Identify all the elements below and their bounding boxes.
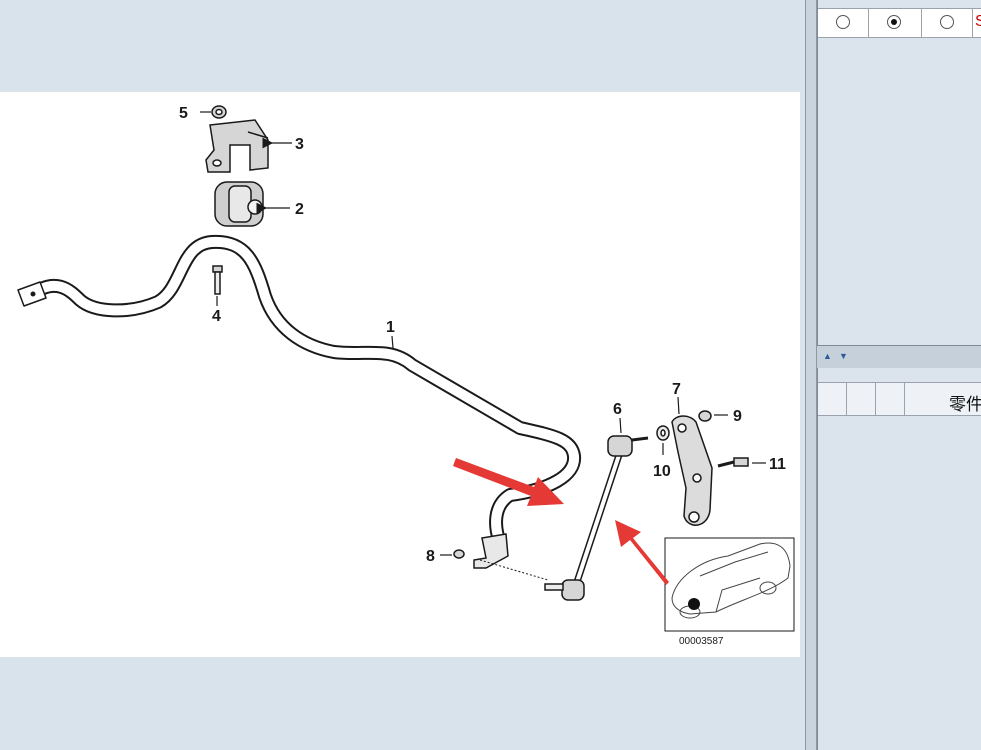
parts-diagram-panel[interactable]: 1 2 3 4 5 6 7 8 9 10 11 <box>0 92 800 657</box>
bushing <box>214 181 264 227</box>
leader-lines <box>200 111 766 556</box>
nut <box>211 105 227 119</box>
callout-labels: 1 2 3 4 5 6 7 8 9 10 11 <box>179 105 786 565</box>
parts-grid-header: 零件 <box>818 382 981 416</box>
bar-clamp <box>453 533 549 581</box>
callout-1: 1 <box>386 319 395 336</box>
callout-6: 6 <box>613 401 622 418</box>
scroll-up-icon[interactable]: ▲ <box>823 351 832 361</box>
parts-list-panel: 零件 <box>817 368 981 750</box>
callout-9: 9 <box>733 408 742 425</box>
bolt <box>212 265 223 295</box>
callout-5: 5 <box>179 105 188 122</box>
callout-10: 10 <box>653 463 671 480</box>
washer <box>656 425 670 441</box>
grid-header-cell[interactable] <box>818 383 847 415</box>
grid-header-cell[interactable] <box>847 383 876 415</box>
grid-header-cell[interactable] <box>876 383 905 415</box>
callout-8: 8 <box>426 548 435 565</box>
callout-7: 7 <box>672 381 681 398</box>
radio-option-row: S <box>818 8 981 38</box>
radio-option-3[interactable] <box>940 15 954 29</box>
radio-cell-1 <box>818 9 869 37</box>
pane-splitter[interactable] <box>805 0 817 750</box>
pointer-arrow-icon <box>453 458 669 585</box>
callout-3: 3 <box>295 136 304 153</box>
truncated-status-text: S <box>975 13 981 30</box>
diagram-image-id: 00003587 <box>679 636 724 647</box>
link-bracket <box>671 415 713 526</box>
radio-cell-3 <box>922 9 973 37</box>
nut-small <box>698 410 712 422</box>
callout-4: 4 <box>212 308 221 325</box>
radio-option-1[interactable] <box>836 15 850 29</box>
grid-header-label: 零件 <box>949 395 981 414</box>
callout-11: 11 <box>769 456 786 473</box>
vehicle-locator-inset: 00003587 <box>664 537 795 647</box>
parts-diagram[interactable]: 1 2 3 4 5 6 7 8 9 10 11 <box>0 92 800 657</box>
radio-cell-2 <box>869 9 922 37</box>
stabilizer-bar <box>17 234 581 547</box>
scroll-down-icon[interactable]: ▼ <box>839 351 848 361</box>
options-panel: S <box>817 0 981 345</box>
mounting-bracket <box>205 119 269 173</box>
left-pane: 1 2 3 4 5 6 7 8 9 10 11 <box>0 92 800 657</box>
drop-link <box>544 435 649 601</box>
pane-divider-bar[interactable]: ▲ ▼ <box>817 345 981 369</box>
radio-option-2[interactable] <box>887 15 901 29</box>
bolt-small <box>717 457 749 468</box>
callout-2: 2 <box>295 201 304 218</box>
